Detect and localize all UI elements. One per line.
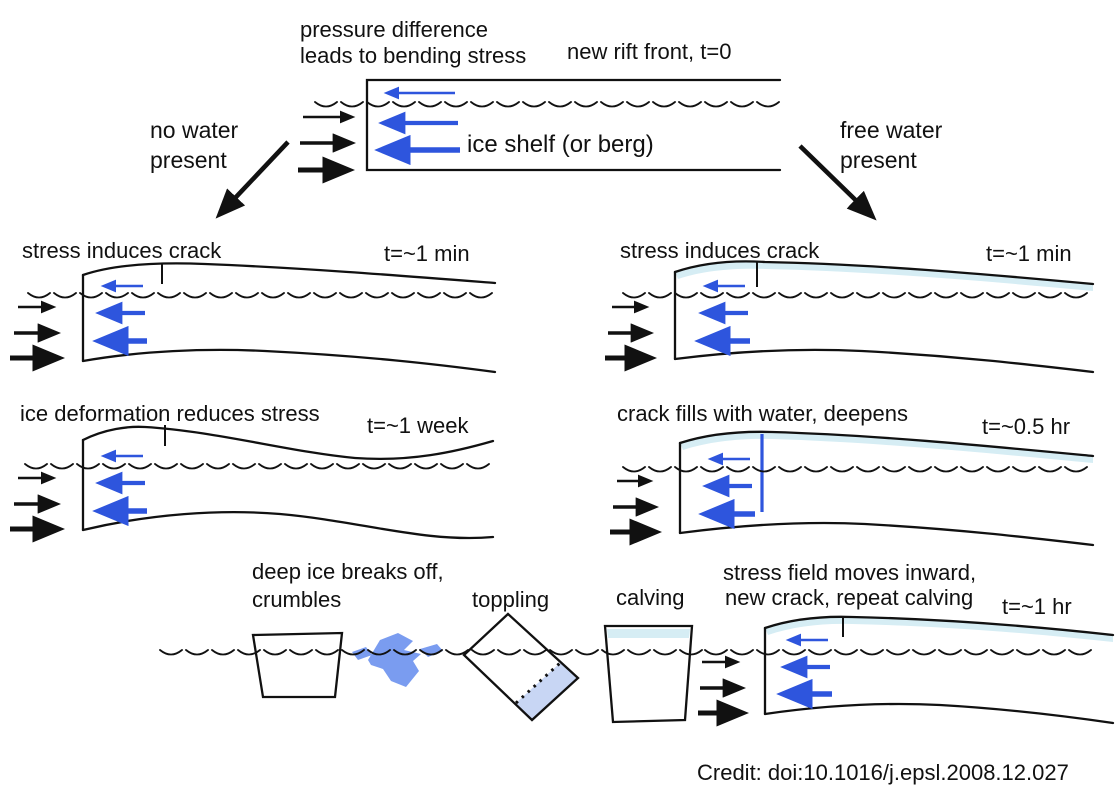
panel-title-line2: new crack, repeat calving: [725, 585, 973, 610]
crumble-fragments: [352, 633, 443, 687]
ice-bottom-edge: [81, 348, 497, 374]
stress-arrows: [698, 452, 755, 530]
panel-title: stress induces crack: [620, 238, 820, 263]
branch-right-arrow: [798, 144, 877, 221]
meltwater-layer: [765, 616, 1113, 642]
ice-bottom-edge: [81, 511, 495, 540]
panel-time: t=~0.5 hr: [982, 414, 1070, 439]
no-water-label-line2: present: [150, 147, 227, 173]
meltwater-layer: [675, 261, 1093, 291]
crumble-main: [368, 633, 421, 687]
crumble-fragment-left: [352, 647, 372, 660]
free-water-label-line1: free water: [840, 117, 943, 143]
ice-top-edge: [81, 262, 497, 285]
panel-time: t=~1 min: [986, 241, 1072, 266]
top-panel: pressure difference leads to bending str…: [298, 17, 783, 184]
branch-left: no water present: [150, 117, 290, 219]
pressure-annotation-line2: leads to bending stress: [300, 43, 526, 68]
panel-title: ice deformation reduces stress: [20, 401, 320, 426]
ice-shelf-outline: [365, 78, 782, 172]
ice-shelf-label: ice shelf (or berg): [467, 131, 654, 158]
ice-top-edge: [673, 260, 1095, 286]
stress-arrows: [694, 279, 750, 357]
ice-bottom-edge: [763, 702, 1115, 725]
breaks-off-label-line2: crumbles: [252, 587, 341, 612]
panel-left-2: ice deformation reduces stress t=~1 week: [10, 401, 495, 543]
ice-top-edge: [81, 425, 495, 461]
panel-title: stress induces crack: [22, 238, 222, 263]
panel-time: t=~1 hr: [1002, 594, 1072, 619]
push-arrows: [610, 474, 663, 546]
panel-time: t=~1 week: [367, 413, 470, 438]
waterline: [28, 293, 496, 298]
waterline: [315, 102, 783, 107]
stress-arrows: [776, 633, 832, 710]
panel-left-1: stress induces crack t=~1 min: [10, 238, 497, 374]
push-arrows: [698, 655, 750, 727]
panel-right-2: crack fills with water, deepens t=~0.5 h…: [610, 401, 1095, 547]
stress-arrows: [92, 279, 147, 357]
panel-time: t=~1 min: [384, 241, 470, 266]
calving-melt-stripe: [607, 629, 690, 638]
toppling-label: toppling: [472, 587, 549, 612]
free-water-label-line2: present: [840, 147, 917, 173]
push-arrows: [298, 110, 357, 184]
credit-line: Credit: doi:10.1016/j.epsl.2008.12.027: [697, 760, 1069, 785]
panel-bottom: stress field moves inward, new crack, re…: [698, 560, 1115, 727]
bottom-row: deep ice breaks off, crumbles toppling c…: [160, 559, 706, 724]
panel-title-line1: stress field moves inward,: [723, 560, 976, 585]
ice-bottom-edge: [673, 348, 1095, 374]
panel-title: crack fills with water, deepens: [617, 401, 908, 426]
push-arrows: [605, 300, 658, 372]
stress-arrows: [92, 449, 147, 527]
crumble-fragment-right: [420, 644, 443, 657]
rift-front-label: new rift front, t=0: [567, 39, 731, 64]
branch-right: free water present: [798, 117, 943, 221]
waterline: [623, 293, 1091, 298]
ice-bottom-edge: [678, 521, 1095, 547]
no-water-label-line1: no water: [150, 117, 239, 143]
branch-left-arrow: [215, 140, 290, 219]
ice-top-edge: [763, 615, 1115, 637]
crumbling-berg: [251, 631, 344, 699]
toppling-submerged-face: [516, 663, 578, 720]
waterline: [623, 467, 1091, 472]
push-arrows: [10, 300, 66, 372]
ice-top-edge: [678, 430, 1095, 458]
stress-arrows: [374, 86, 460, 166]
push-arrows: [10, 471, 66, 543]
pressure-annotation-line1: pressure difference: [300, 17, 488, 42]
breaks-off-label-line1: deep ice breaks off,: [252, 559, 444, 584]
panel-right-1: stress induces crack t=~1 min: [605, 238, 1095, 374]
calving-berg: [603, 624, 694, 724]
calving-label: calving: [616, 585, 684, 610]
toppling-dashed-line: [514, 661, 562, 705]
waterline: [25, 464, 493, 469]
waterline: [705, 650, 1095, 655]
toppling-berg: [462, 612, 580, 722]
